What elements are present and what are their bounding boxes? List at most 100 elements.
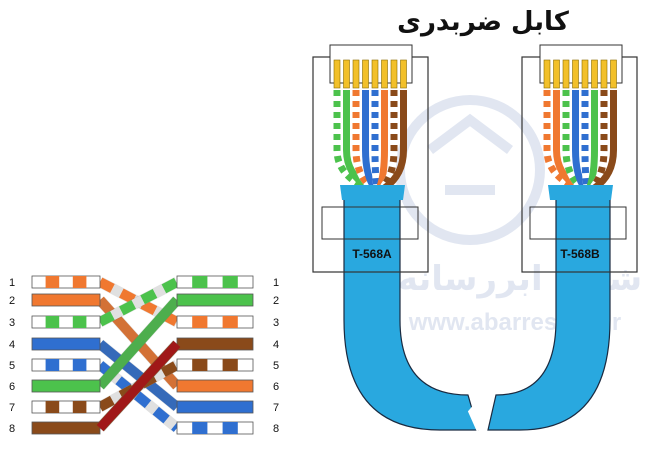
standard-label-b: T-568B [560,247,600,261]
pin-wire-blue [31,337,101,351]
connector-t568a: T-568A [312,44,429,273]
pin-wire-green [176,293,254,307]
pin-number-left: 3 [9,317,15,329]
pin-wire-white-blue [176,421,254,435]
contact-pin [562,59,570,89]
pin-number-right: 4 [273,339,279,351]
pin-wire-stripe [45,316,60,328]
cable-jacket [340,185,405,200]
pin-number-right: 8 [273,423,279,435]
connector-clip [321,206,419,240]
contact-pin [572,59,579,89]
crossover-wire-stripe [97,360,180,412]
connector-wire-stripe [589,90,608,191]
connector-wires [333,90,407,192]
pin-wire-stripe [192,316,208,328]
contact-pin [581,59,589,89]
pin-wire-stripe [192,276,208,288]
contact-pin [362,59,369,89]
pin-wire-stripe [45,359,60,371]
crossover-wire-stripe [96,361,181,432]
pin-wire-brown [176,337,254,351]
pin-number-right: 1 [273,277,279,289]
connector-wire-stripe [371,90,381,189]
pin-number-left: 7 [9,402,15,414]
pin-wire-white-brown [176,358,254,372]
standard-label-a: T-568A [352,247,392,261]
pin-wire-stripe [222,359,238,371]
pin-wire-stripe [222,422,238,434]
crossover-wire-stripe [97,277,180,327]
pin-number-right: 3 [273,317,279,329]
contact-pin [400,59,407,89]
crossover-wire-outline [95,296,182,390]
pin-number-left: 1 [9,277,15,289]
connector-t568b: T-568B [521,44,638,273]
contact-pin [390,59,398,89]
contact-pin [343,59,350,89]
pin-wire-blue [176,400,254,414]
pin-number-right: 2 [273,295,279,307]
connector-wire-stripe [581,90,591,189]
pin-wire-stripe [45,276,60,288]
contact-pins [333,59,407,89]
pin-wire-brown [31,421,101,435]
crossover-wire-outline [96,339,181,412]
cable-jacket [548,185,613,200]
connector-clip [529,206,627,240]
pin-wire-stripe [222,316,238,328]
contact-pin [371,59,379,89]
contact-pin [600,59,608,89]
connector-wire-stripe [333,90,369,192]
connector-contacts-box [329,44,413,84]
pin-wire-stripe [72,316,87,328]
contact-pin [591,59,598,89]
connector-contacts-box [539,44,623,84]
connector-wire-stripe [543,90,579,192]
pin-wire-stripe [192,422,208,434]
pin-number-left: 4 [9,339,15,351]
connector-wire-stripe [562,90,585,191]
contact-pin [610,59,617,89]
pin-wire-white-blue [31,358,101,372]
connector-wire-stripe [379,90,398,191]
pin-number-left: 6 [9,381,15,393]
crossover-pinout: 1 2 3 4 5 6 7 8 1 2 3 4 5 6 7 8 [9,275,279,435]
crossover-wire-green [96,296,181,390]
pin-wire-stripe [72,359,87,371]
pin-wire-white-orange [31,275,101,289]
contact-pin [333,59,341,89]
pin-wire-white-green [176,275,254,289]
contact-pin [543,59,551,89]
pin-wire-stripe [222,276,238,288]
pin-wire-stripe [72,401,87,413]
pin-wire-orange [176,379,254,393]
diagram-title: کابل ضربدری [397,7,570,37]
pin-number-right: 6 [273,381,279,393]
contact-pin [381,59,388,89]
cable-body [343,189,611,432]
pin-number-right: 7 [273,402,279,414]
pin-wire-orange [31,293,101,307]
pin-wire-white-green [31,315,101,329]
pin-wire-stripe [45,401,60,413]
pin-wire-green [31,379,101,393]
crossover-wire-brown-accent [96,340,181,432]
connector-wires [543,90,617,192]
connector-wire-stripe [352,90,375,191]
pin-wire-white-orange [176,315,254,329]
pin-number-right: 5 [273,360,279,372]
contact-pins [543,59,617,89]
pin-wire-stripe [192,359,208,371]
pin-number-left: 2 [9,295,15,307]
contact-pin [352,59,360,89]
contact-pin [553,59,560,89]
pin-number-left: 5 [9,360,15,372]
connector-wire-green [586,90,598,190]
crossover-wire-blue [96,340,181,411]
pin-wire-stripe [72,276,87,288]
watermark-logo [395,95,545,245]
connector-wire-orange [376,90,388,190]
pin-number-left: 8 [9,423,15,435]
